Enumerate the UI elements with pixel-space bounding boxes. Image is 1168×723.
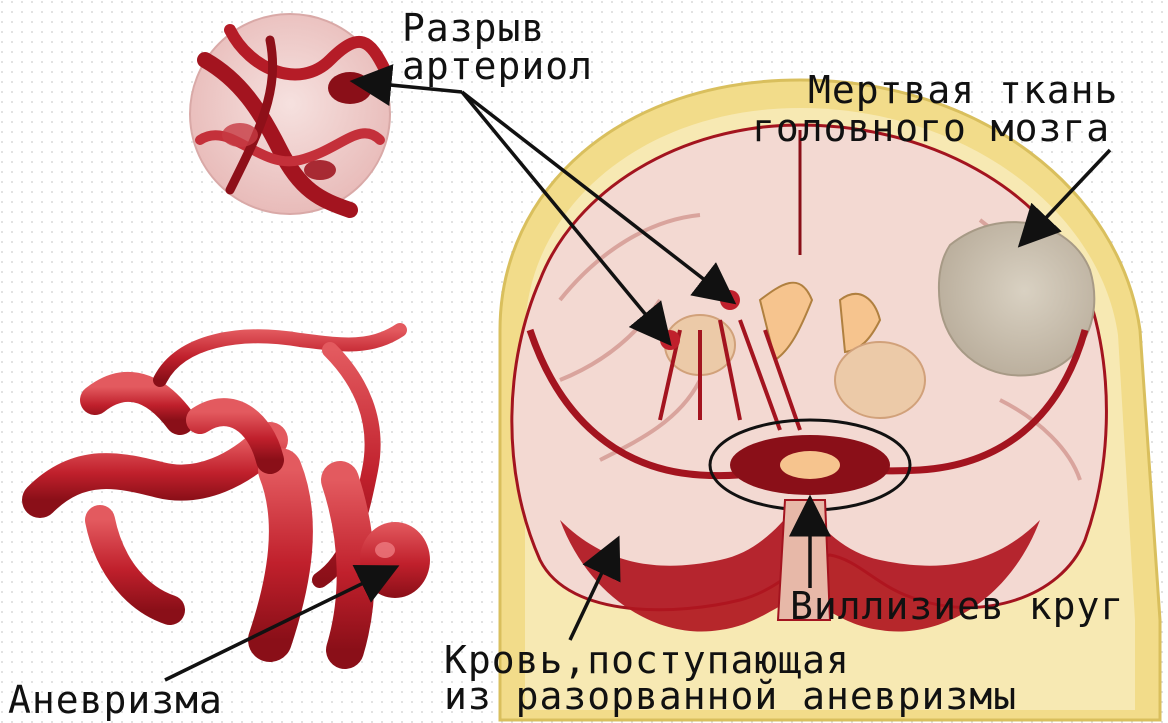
- label-willis-circle: Виллизиев круг: [790, 586, 1124, 626]
- label-dead-tissue-line2: головного мозга: [752, 108, 1110, 148]
- label-aneurysm: Аневризма: [8, 680, 223, 720]
- label-arteriole-rupture-line1: Разрыв: [402, 8, 545, 48]
- label-arteriole-rupture-line2: артериол: [402, 46, 593, 86]
- label-dead-tissue-line1: Мертвая ткань: [808, 70, 1118, 110]
- aneurysm-bulge: [360, 522, 430, 598]
- label-blood-line2: из разорванной аневризмы: [444, 676, 1017, 716]
- arteriole-zoom-inset: [190, 14, 390, 214]
